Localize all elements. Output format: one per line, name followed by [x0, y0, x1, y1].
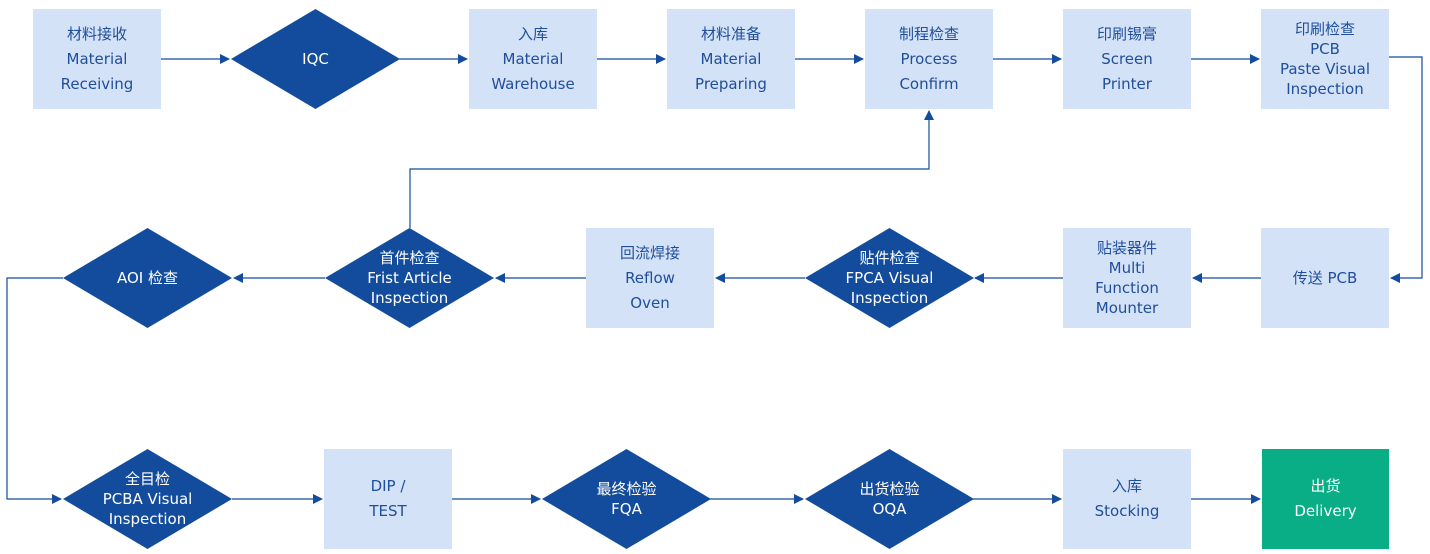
node-label-line: Process — [900, 49, 958, 68]
node-label-line: FPCA Visual — [845, 269, 934, 287]
node-label-line: 出货检验 — [859, 480, 920, 498]
node-label-line: Preparing — [695, 74, 767, 93]
node-label-line: IQC — [302, 50, 329, 68]
node-dip-test-box: DIP / TEST — [324, 449, 452, 549]
node-label-line: AOI 检查 — [117, 269, 178, 287]
node-label-line: Material — [502, 49, 564, 68]
node-label-line: Receiving — [60, 74, 134, 93]
node-label-line: 传送 PCB — [1292, 269, 1358, 287]
node-label-line: Delivery — [1294, 502, 1357, 520]
node-label-line: DIP / — [370, 477, 406, 495]
node-label-line: 入库 — [1111, 477, 1142, 495]
node-label-line: 最终检验 — [596, 480, 657, 498]
node-label-line: Multi — [1108, 259, 1146, 277]
node-label-line: Confirm — [899, 74, 959, 93]
node-label-line: Inspection — [1286, 80, 1364, 98]
node-label-line: 印刷锡膏 — [1096, 24, 1157, 43]
node-label-line: TEST — [369, 502, 407, 520]
node-label-line: 回流焊接 — [619, 243, 680, 262]
node-stocking-box: 入库 Stocking — [1063, 449, 1191, 549]
node-label-line: PCB — [1310, 40, 1340, 58]
arrow — [6, 277, 63, 504]
node-fqa-diamond: 最终检验 FQA — [542, 449, 711, 549]
node-label-line: Inspection — [108, 510, 187, 528]
node-label-line: Inspection — [370, 289, 449, 307]
node-label-line: 入库 — [517, 24, 548, 43]
node-label-line: Mounter — [1095, 299, 1159, 317]
arrow — [1389, 56, 1423, 283]
node-label-line: Oven — [630, 293, 670, 312]
node-label-line: 制程检查 — [898, 24, 959, 43]
node-label-line: 贴装器件 — [1096, 239, 1157, 257]
node-label-line: PCBA Visual — [102, 490, 193, 508]
node-label-line: 全目检 — [124, 470, 170, 488]
node-aoi-diamond: AOI 检查 — [63, 228, 232, 328]
node-label-line: 出货 — [1310, 477, 1341, 495]
node-transfer-pcb-box: 传送 PCB — [1261, 228, 1389, 328]
node-label-line: Frist Article — [367, 269, 452, 287]
node-label-line: Warehouse — [491, 74, 575, 93]
node-label-line: FQA — [611, 500, 642, 518]
node-label-line: 印刷检查 — [1294, 20, 1355, 38]
node-label-line: Material — [66, 49, 128, 68]
arrow — [409, 110, 934, 228]
node-label-line: 贴件检查 — [859, 249, 920, 267]
node-label-line: Reflow — [625, 268, 675, 287]
node-oqa-diamond: 出货检验 OQA — [805, 449, 974, 549]
node-iqc-diamond: IQC — [231, 9, 400, 109]
node-label-line: Paste Visual — [1279, 60, 1371, 78]
node-delivery-box: 出货 Delivery — [1262, 449, 1389, 549]
node-label-line: Material — [700, 49, 762, 68]
node-label-line: Inspection — [850, 289, 929, 307]
node-label-line: 首件检查 — [379, 249, 440, 267]
node-label-line: Printer — [1102, 74, 1152, 93]
node-label-line: Screen — [1101, 49, 1153, 68]
node-label-line: Stocking — [1094, 502, 1160, 520]
node-label-line: Function — [1095, 279, 1159, 297]
node-label-line: 材料准备 — [700, 24, 761, 43]
node-label-line: OQA — [872, 500, 907, 518]
node-label-line: 材料接收 — [66, 24, 127, 43]
